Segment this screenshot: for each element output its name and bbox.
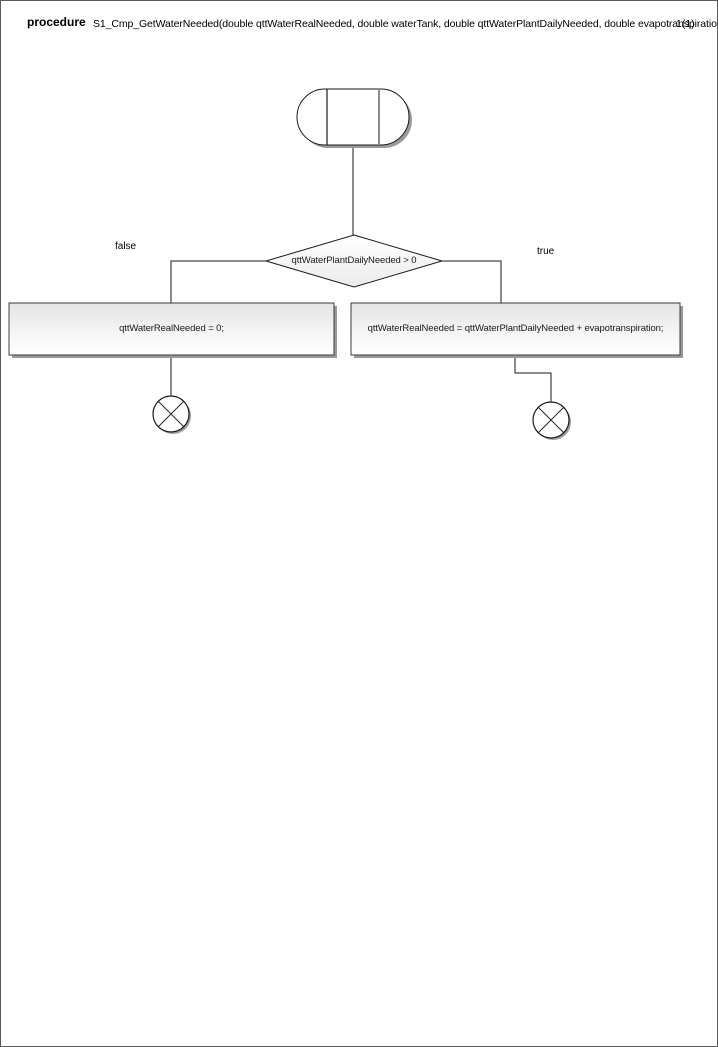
connector-decision-to-false <box>170 260 266 303</box>
page-indicator: 1(1) <box>676 18 695 30</box>
end-node-false[interactable] <box>152 395 191 434</box>
connector-true-to-end <box>514 355 552 402</box>
connector-layer <box>170 145 552 402</box>
start-node[interactable] <box>296 88 412 148</box>
start-node-body <box>296 88 410 146</box>
end-node-false-x-2 <box>157 400 185 428</box>
process-node-true-body <box>350 302 681 356</box>
decision-node-label: qttWaterPlantDailyNeeded > 0 <box>291 255 417 266</box>
end-node-true-x-2 <box>537 406 565 434</box>
end-node-true[interactable] <box>532 401 571 440</box>
process-node-false-label: qttWaterRealNeeded = 0; <box>119 323 224 334</box>
decision-node[interactable] <box>264 234 444 288</box>
process-node-true[interactable] <box>350 302 683 358</box>
process-node-false[interactable] <box>8 302 337 358</box>
branch-label-false: false <box>115 241 137 252</box>
connector-decision-to-true <box>442 260 502 303</box>
process-node-true-label: qttWaterRealNeeded = qttWaterPlantDailyN… <box>367 323 664 334</box>
branch-label-true: true <box>537 246 555 257</box>
decision-node-body <box>264 234 444 288</box>
procedure-signature: S1_Cmp_GetWaterNeeded(double qttWaterRea… <box>93 18 718 30</box>
process-node-false-body <box>8 302 335 356</box>
procedure-keyword: procedure <box>27 15 86 29</box>
